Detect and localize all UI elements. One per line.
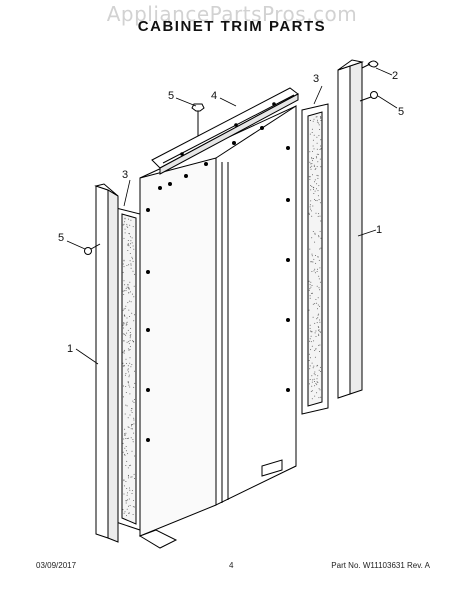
callout-4: 4 xyxy=(211,90,217,102)
page-title: CABINET TRIM PARTS xyxy=(137,18,327,35)
watermark: AppliancePartsPros.com xyxy=(106,2,358,26)
screw-top xyxy=(191,103,205,136)
callout-3-right: 3 xyxy=(313,73,319,85)
cabinet-body xyxy=(138,105,297,549)
callout-5-left: 5 xyxy=(58,232,64,244)
footer-date: 03/09/2017 xyxy=(36,561,77,570)
footer-page-number: 4 xyxy=(229,561,234,570)
callout-1-right: 1 xyxy=(376,224,382,236)
screw-right xyxy=(359,91,378,102)
right-gasket-strip xyxy=(301,103,329,415)
clip-part xyxy=(361,60,379,69)
gasket-texture xyxy=(122,116,322,517)
right-side-trim xyxy=(337,59,364,399)
screw-left xyxy=(84,243,101,255)
callout-5-top: 5 xyxy=(168,90,174,102)
top-trim-rail xyxy=(151,87,299,175)
callout-2: 2 xyxy=(392,70,398,82)
left-side-trim xyxy=(94,183,119,543)
callout-3-left: 3 xyxy=(122,169,128,181)
callout-5-right: 5 xyxy=(398,106,404,118)
footer-part-number: Part No. W11103631 Rev. A xyxy=(331,561,430,570)
callout-1-left: 1 xyxy=(67,343,73,355)
